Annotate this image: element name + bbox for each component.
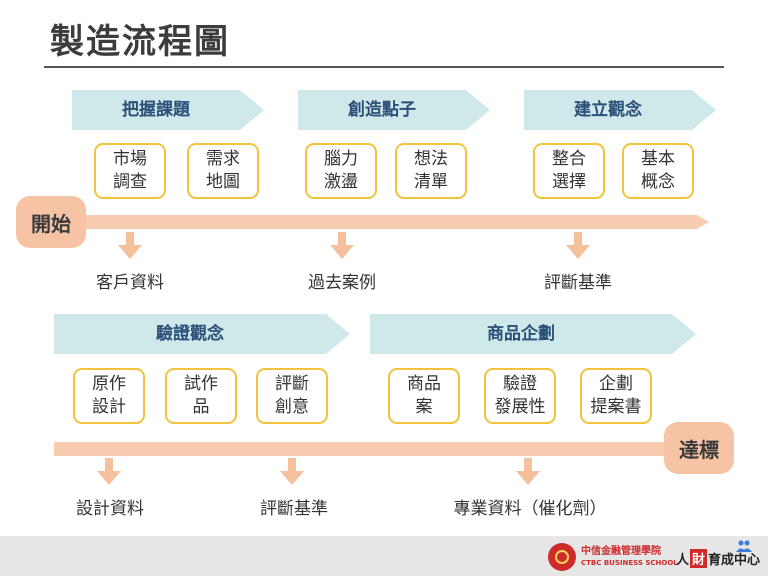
top-flow-band-arrowhead xyxy=(697,215,709,229)
step-box-trial-product: 試作 品 xyxy=(165,368,237,424)
step-line: 選擇 xyxy=(552,172,586,192)
down-arrow xyxy=(516,458,540,486)
step-box-verify-growth: 驗證 發展性 xyxy=(484,368,556,424)
start-terminal: 開始 xyxy=(16,196,86,248)
talent-center-logo: 人財育成中心 xyxy=(676,546,760,570)
phase-header-product-planning: 商品企劃 xyxy=(370,314,696,354)
bottom-flow-band xyxy=(54,442,684,456)
step-box-needs-map: 需求 地圖 xyxy=(187,143,259,199)
top-flow-band xyxy=(60,215,697,229)
output-criteria: 評斷基準 xyxy=(544,273,612,293)
phase-label: 驗證觀念 xyxy=(156,324,224,344)
step-box-prototype-design: 原作 設計 xyxy=(73,368,145,424)
output-client-data: 客戶資料 xyxy=(96,273,164,293)
unit-text-pre: 人 xyxy=(676,552,690,568)
step-line: 商品 xyxy=(407,374,441,394)
step-line: 發展性 xyxy=(494,397,546,417)
step-line: 評斷 xyxy=(275,374,309,394)
unit-text-post: 育成中心 xyxy=(708,552,761,568)
output-expert-data: 專業資料（催化劑） xyxy=(453,499,607,519)
step-box-market-research: 市場 調查 xyxy=(94,143,166,199)
phase-header-verify-concept: 驗證觀念 xyxy=(54,314,350,354)
phase-header-build-concept: 建立觀念 xyxy=(524,90,716,130)
step-line: 整合 xyxy=(552,149,586,169)
step-line: 需求 xyxy=(206,149,240,169)
step-line: 腦力 xyxy=(324,149,358,169)
step-box-evaluate-creativity: 評斷 創意 xyxy=(256,368,328,424)
phase-label: 把握課題 xyxy=(122,100,190,120)
step-line: 提案書 xyxy=(590,397,642,417)
down-arrow xyxy=(280,458,304,486)
step-line: 企劃 xyxy=(599,374,633,394)
step-line: 清單 xyxy=(414,172,448,192)
phase-label: 建立觀念 xyxy=(574,100,642,120)
down-arrow xyxy=(566,232,590,260)
down-arrow xyxy=(330,232,354,260)
phase-label: 創造點子 xyxy=(348,100,416,120)
step-box-product-proposal: 商品 案 xyxy=(388,368,460,424)
step-box-basic-concept: 基本 概念 xyxy=(622,143,694,199)
step-line: 驗證 xyxy=(503,374,537,394)
ctbc-business-school-logo: 中信金融管理學院 CTBC BUSINESS SCHOOL xyxy=(548,542,678,572)
school-seal-icon xyxy=(548,543,576,571)
step-line: 基本 xyxy=(641,149,675,169)
step-box-idea-list: 想法 清單 xyxy=(395,143,467,199)
step-line: 原作 xyxy=(92,374,126,394)
step-line: 市場 xyxy=(113,149,147,169)
step-line: 案 xyxy=(415,397,433,417)
output-past-cases: 過去案例 xyxy=(308,273,376,293)
step-box-planning-proposal: 企劃 提案書 xyxy=(580,368,652,424)
people-icon xyxy=(736,540,752,552)
step-line: 設計 xyxy=(92,397,126,417)
goal-terminal: 達標 xyxy=(664,422,734,474)
step-line: 想法 xyxy=(414,149,448,169)
step-line: 品 xyxy=(192,397,210,417)
down-arrow xyxy=(118,232,142,260)
output-criteria: 評斷基準 xyxy=(260,499,328,519)
logo-text-zh: 中信金融管理學院 xyxy=(581,546,661,557)
logo-text-en: CTBC BUSINESS SCHOOL xyxy=(581,559,678,567)
step-line: 概念 xyxy=(641,172,675,192)
phase-header-grasp-issues: 把握課題 xyxy=(72,90,264,130)
page-title: 製造流程圖 xyxy=(50,22,230,62)
phase-header-create-ideas: 創造點子 xyxy=(298,90,490,130)
title-divider xyxy=(44,66,724,68)
footer-bar xyxy=(0,536,768,576)
phase-label: 商品企劃 xyxy=(487,324,555,344)
step-box-integrate-select: 整合 選擇 xyxy=(533,143,605,199)
unit-text-highlight: 財 xyxy=(690,548,708,568)
step-box-brainstorm: 腦力 激盪 xyxy=(305,143,377,199)
step-line: 激盪 xyxy=(324,172,358,192)
step-line: 試作 xyxy=(184,374,218,394)
step-line: 創意 xyxy=(275,397,309,417)
step-line: 調查 xyxy=(113,172,147,192)
down-arrow xyxy=(97,458,121,486)
output-design-data: 設計資料 xyxy=(76,499,144,519)
step-line: 地圖 xyxy=(206,172,240,192)
